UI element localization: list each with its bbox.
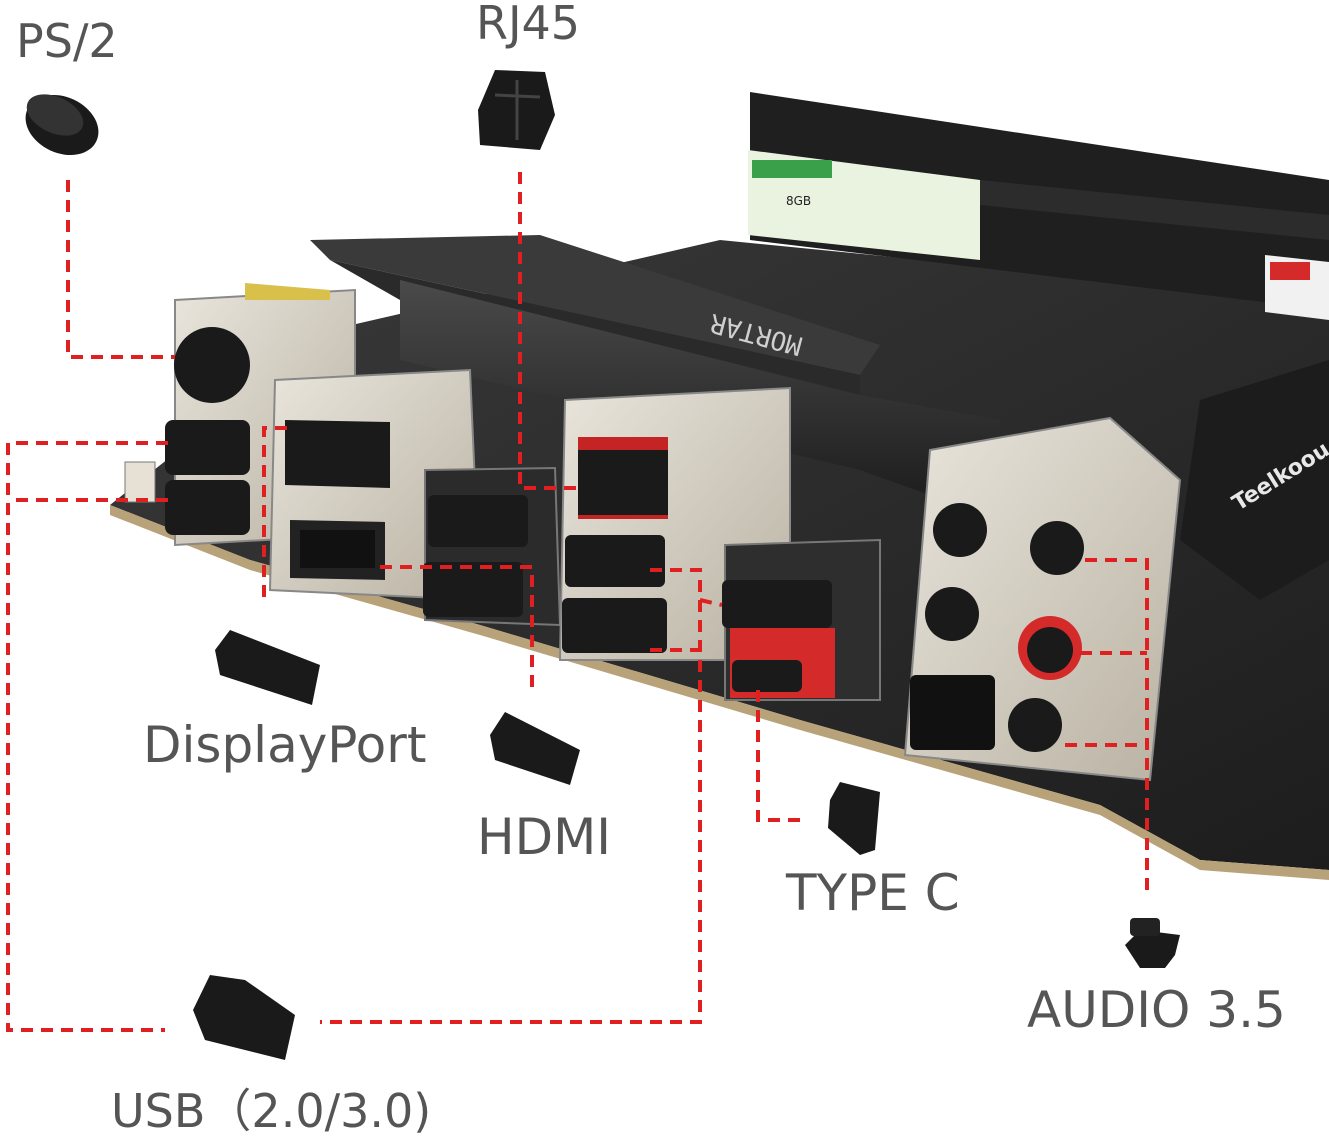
usb-left-callout-line [6,441,168,1032]
rj45-cap-icon [478,70,555,150]
audio-callout-line [1085,558,1149,890]
usb-right-callout-line [320,568,702,1024]
type-c-cap-icon [828,782,880,855]
hdmi-label: HDMI [477,808,611,866]
hdmi-callout-line [380,565,534,690]
ps2-label: PS/2 [16,14,118,68]
audio-stack [903,416,1182,782]
audio-label: AUDIO 3.5 [1027,981,1286,1039]
type-c-label: TYPE C [786,864,960,922]
ps2-callout-line [66,180,175,359]
ram-modules: 8GB [748,92,1329,320]
usb-right-callout-line-3 [699,598,723,607]
type-c-stack [722,538,881,701]
audio-cap-icon [1125,918,1180,968]
callout-lines [6,172,1149,1032]
usb-label: USB（2.0/3.0) [111,1084,432,1138]
vrm-heatsink: Teelkoou [1180,360,1329,600]
ps2-cap-icon [25,94,99,156]
usb-cap-icon [193,975,295,1060]
displayport-callout-line [262,426,287,605]
hdmi-cap-icon [490,712,580,785]
displayport-label: DisplayPort [143,716,427,774]
pcb-edge [110,505,1329,880]
displayport-cap-icon [215,630,320,705]
ram-size-label: 8GB [786,194,811,208]
type-c-callout-line [756,690,800,822]
rj45-label: RJ45 [476,0,581,50]
rj45-callout-line [518,172,582,490]
usb-middle-stack [423,466,562,627]
